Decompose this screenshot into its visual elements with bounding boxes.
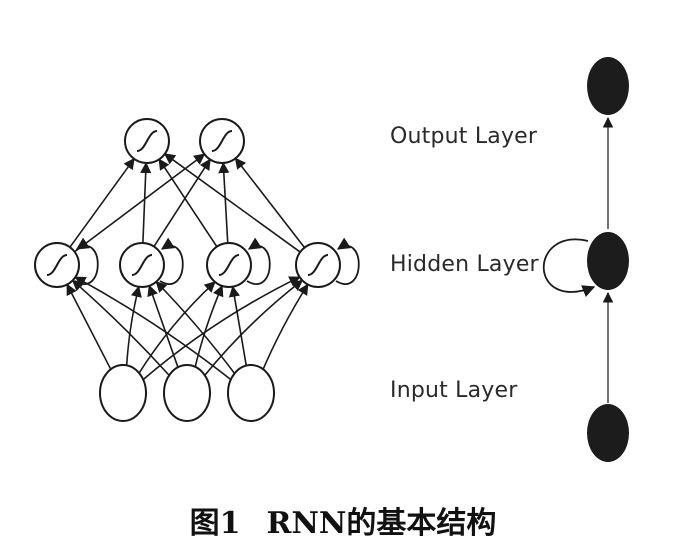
sigmoid-curve-icon [307,254,329,276]
recurrent-loop-3 [246,237,271,285]
input-to-hidden-edge-1-3 [136,281,216,376]
figure-title: RNN的基本结构 [266,506,497,541]
hidden-to-output-edge-2-2 [153,158,211,247]
hidden-to-output-edge-3-1 [158,158,218,248]
hidden-to-output-edge-4-2 [234,157,306,249]
input-to-hidden-edge-1-1 [66,283,114,373]
neuron-nodes [34,118,341,422]
hidden-layer-label: Hidden Layer [390,252,539,277]
hidden-to-output-edge-3-2 [218,161,230,244]
input-to-hidden-edge-2-1 [71,279,172,378]
hidden-neuron-4 [295,242,341,288]
compact-recurrent-loop [542,238,596,298]
hidden-to-output-edge-2-1 [140,161,152,244]
input-neuron-2 [163,364,211,422]
output-neuron-1 [124,118,170,164]
input-to-hidden-edge-3-2 [155,280,237,376]
sigmoid-curve-icon [211,130,233,152]
connection-edges [66,153,309,381]
hidden-to-output-edge-1-1 [69,157,135,248]
hidden-to-output-edge-4-1 [163,153,301,253]
recurrent-loop-4 [335,237,360,285]
input-to-hidden-edge-2-3 [193,284,224,372]
compact-rnn-diagram [542,57,629,462]
figure-caption: 图1 RNN的基本结构 [0,498,686,542]
sigmoid-curve-icon [46,254,68,276]
input-to-hidden-edge-3-1 [74,276,233,381]
input-neuron-3 [227,364,275,422]
hidden-neuron-2 [119,242,165,288]
output-layer-label: Output Layer [390,124,538,149]
input-to-hidden-edge-3-4 [260,283,309,373]
recurrent-loop-2 [159,237,184,285]
sigmoid-curve-icon [218,254,240,276]
sigmoid-curve-icon [131,254,153,276]
input-to-hidden-edge-1-2 [125,285,142,371]
input-to-hidden-edge-2-2 [147,284,181,372]
recurrent-loops [74,237,360,285]
figure-number: 图1 [189,506,241,541]
hidden-neuron-3 [206,242,252,288]
input-neuron-1 [99,364,147,422]
recurrent-loop-1 [74,237,99,285]
compact-input-node [587,404,629,462]
compact-hidden-node [587,232,629,290]
output-neuron-2 [199,118,245,164]
compact-output-node [587,57,629,115]
input-to-hidden-edge-3-3 [228,285,248,371]
hidden-neuron-1 [34,242,80,288]
hidden-to-output-edge-1-2 [74,153,206,253]
sigmoid-curve-icon [136,130,158,152]
input-layer-label: Input Layer [390,378,518,403]
